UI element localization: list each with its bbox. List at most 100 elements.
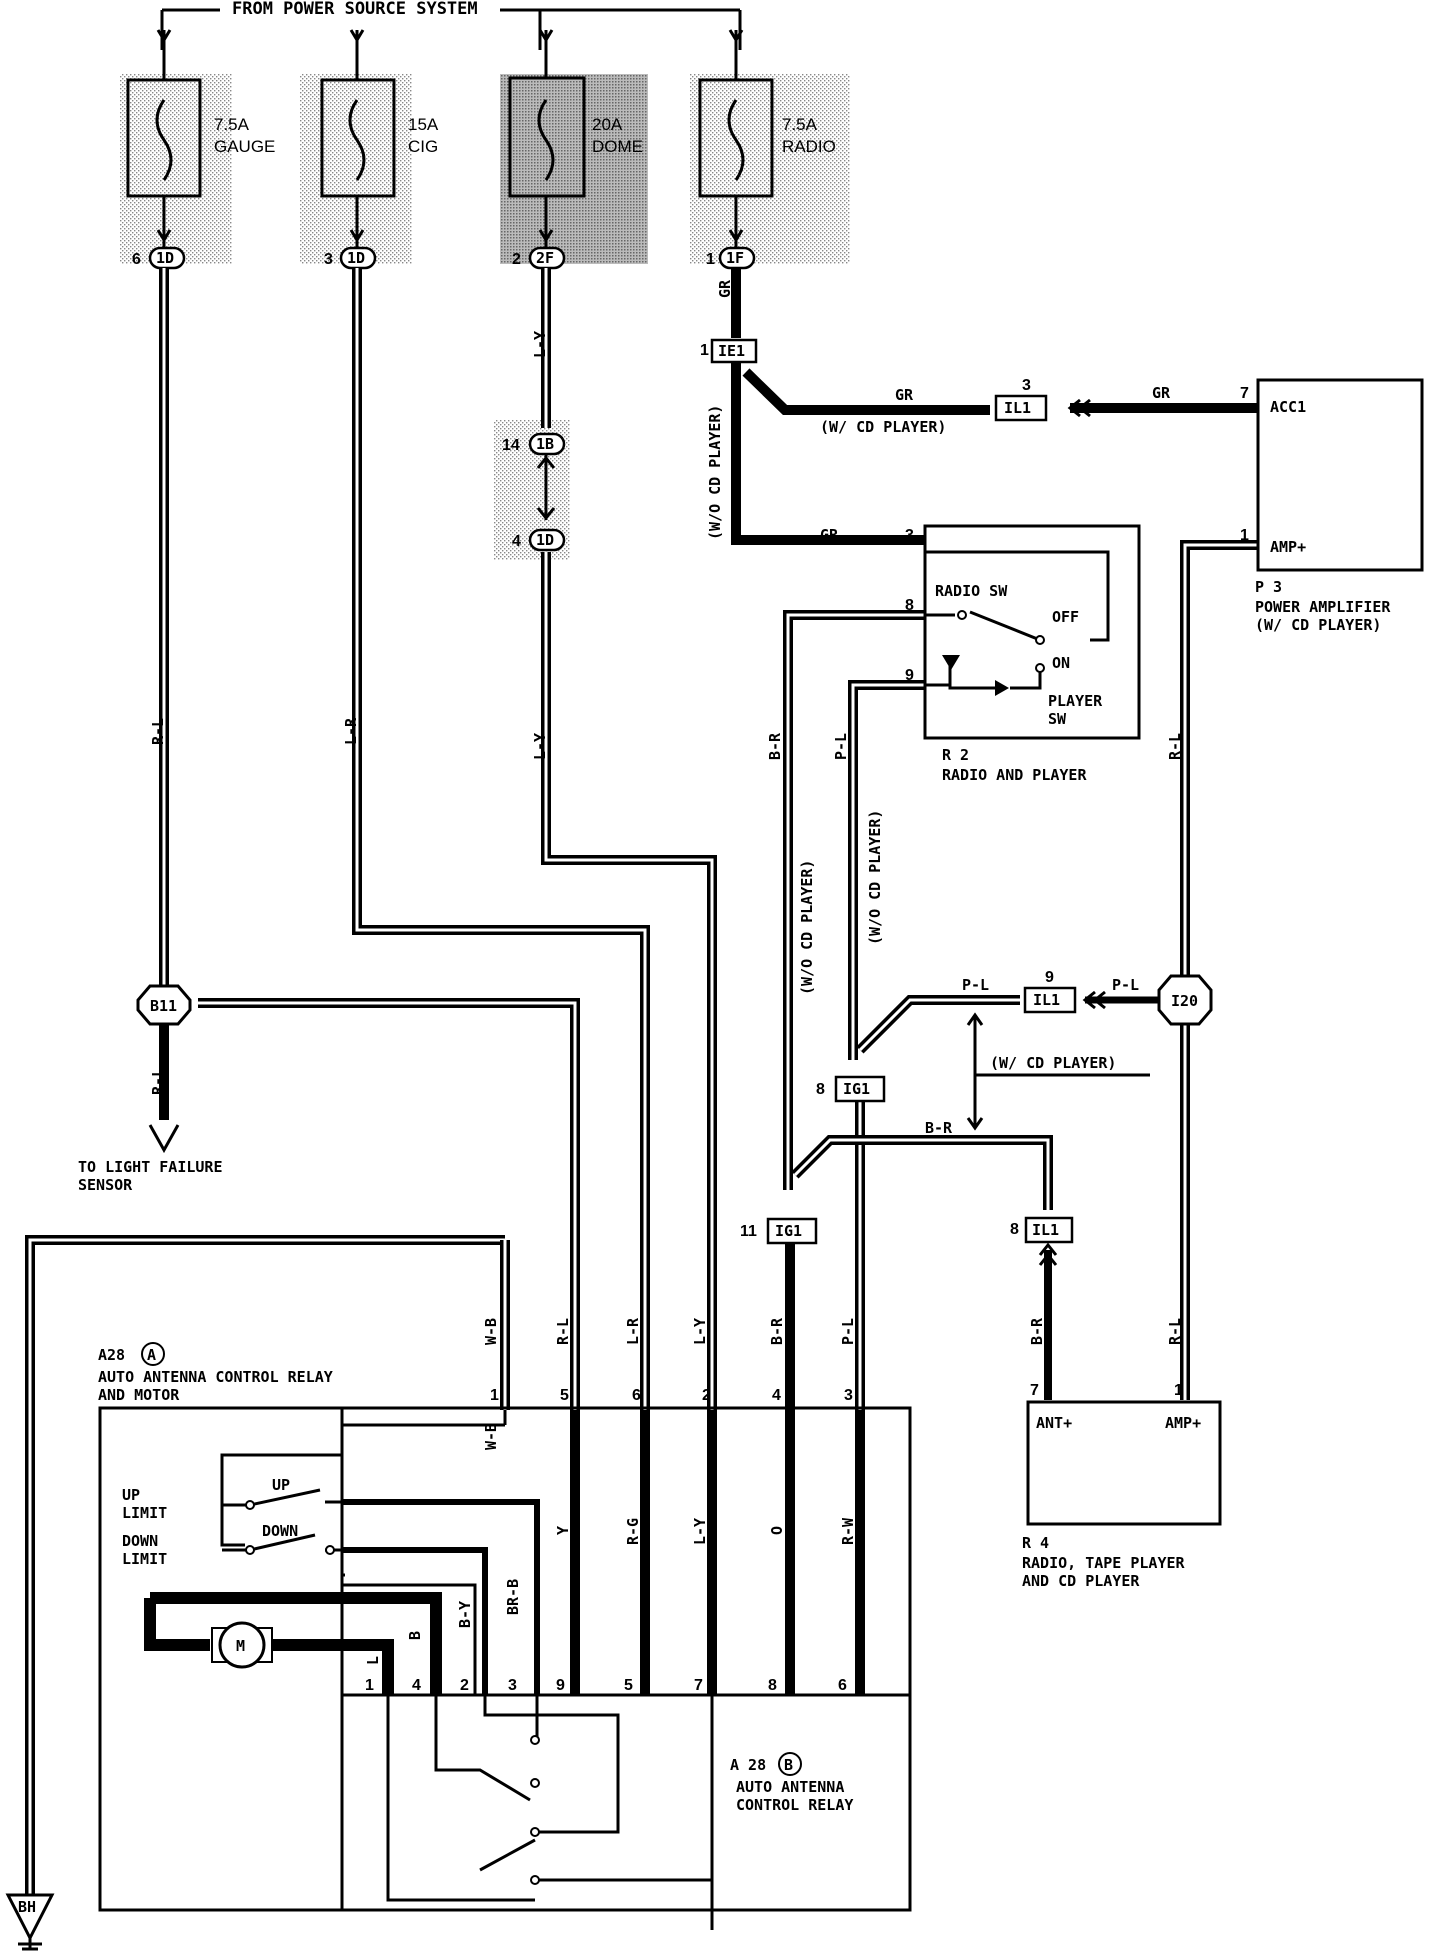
svg-text:1: 1 bbox=[1174, 1382, 1183, 1399]
connector-ie1: 1 IE1 bbox=[700, 338, 758, 364]
svg-text:6: 6 bbox=[632, 1387, 641, 1404]
svg-text:3: 3 bbox=[1022, 377, 1031, 394]
svg-text:GAUGE: GAUGE bbox=[214, 137, 275, 156]
arrow-down-icon bbox=[148, 1124, 180, 1154]
connector-1d-junction: 4 1D bbox=[512, 528, 566, 552]
connector-2f-dome: 2 2F bbox=[512, 246, 566, 270]
svg-text:L-Y: L-Y bbox=[691, 1518, 709, 1545]
svg-text:DOWN: DOWN bbox=[122, 1532, 158, 1550]
svg-text:R-L: R-L bbox=[149, 718, 167, 745]
svg-text:(W/O CD PLAYER): (W/O CD PLAYER) bbox=[866, 810, 884, 945]
svg-text:4: 4 bbox=[772, 1387, 781, 1404]
svg-text:AUTO ANTENNA CONTROL RELAY: AUTO ANTENNA CONTROL RELAY bbox=[98, 1368, 333, 1386]
svg-text:2: 2 bbox=[512, 251, 521, 268]
svg-text:R-W: R-W bbox=[839, 1517, 857, 1545]
connector-1d-gauge: 6 1D bbox=[132, 246, 186, 270]
svg-text:FROM POWER SOURCE SYSTEM: FROM POWER SOURCE SYSTEM bbox=[232, 0, 478, 19]
svg-text:A28: A28 bbox=[98, 1346, 125, 1364]
svg-text:9: 9 bbox=[556, 1677, 565, 1694]
svg-text:9: 9 bbox=[905, 667, 914, 684]
svg-text:O: O bbox=[768, 1526, 786, 1535]
svg-text:GR: GR bbox=[820, 526, 839, 544]
svg-text:2F: 2F bbox=[536, 249, 554, 267]
svg-text:3: 3 bbox=[508, 1677, 517, 1694]
svg-text:4: 4 bbox=[412, 1677, 421, 1694]
svg-text:RADIO AND PLAYER: RADIO AND PLAYER bbox=[942, 766, 1087, 784]
svg-text:8: 8 bbox=[768, 1677, 777, 1694]
connector-ig1-br: 11 IG1 bbox=[740, 1217, 818, 1245]
svg-text:9: 9 bbox=[1045, 969, 1054, 986]
svg-text:PLAYER: PLAYER bbox=[1048, 692, 1103, 710]
svg-text:LIMIT: LIMIT bbox=[122, 1550, 167, 1568]
connector-1f-radio: 1 1F bbox=[706, 246, 756, 270]
svg-text:IL1: IL1 bbox=[1004, 399, 1031, 417]
svg-text:CONTROL RELAY: CONTROL RELAY bbox=[736, 1796, 853, 1814]
svg-text:R 4: R 4 bbox=[1022, 1534, 1049, 1552]
svg-text:1B: 1B bbox=[536, 435, 554, 453]
svg-text:L-R: L-R bbox=[624, 1317, 642, 1345]
svg-text:TO LIGHT FAILURE: TO LIGHT FAILURE bbox=[78, 1158, 223, 1176]
svg-text:P-L: P-L bbox=[1112, 976, 1139, 994]
svg-text:7: 7 bbox=[694, 1677, 703, 1694]
svg-text:R 2: R 2 bbox=[942, 746, 969, 764]
svg-text:BH: BH bbox=[18, 1898, 36, 1916]
svg-text:P-L: P-L bbox=[839, 1318, 857, 1345]
chevron-left-icon bbox=[1067, 398, 1091, 418]
svg-text:1: 1 bbox=[490, 1387, 499, 1404]
svg-text:4: 4 bbox=[512, 533, 521, 550]
svg-text:I20: I20 bbox=[1171, 992, 1198, 1010]
svg-text:SW: SW bbox=[1048, 710, 1067, 728]
svg-text:14: 14 bbox=[502, 437, 520, 454]
svg-text:AND CD PLAYER: AND CD PLAYER bbox=[1022, 1572, 1140, 1590]
connector-1b: 14 1B bbox=[502, 432, 566, 456]
ground-bh: BH bbox=[5, 1893, 55, 1951]
auto-antenna-a28: A28 A AUTO ANTENNA CONTROL RELAY AND MOT… bbox=[98, 1342, 912, 1912]
svg-text:M: M bbox=[236, 1637, 245, 1655]
connector-il1-br: 8 IL1 bbox=[1010, 1216, 1074, 1244]
svg-text:(W/ CD PLAYER): (W/ CD PLAYER) bbox=[1255, 616, 1381, 634]
svg-text:L-Y: L-Y bbox=[531, 733, 549, 760]
svg-text:POWER AMPLIFIER: POWER AMPLIFIER bbox=[1255, 598, 1391, 616]
svg-text:B11: B11 bbox=[150, 997, 177, 1015]
svg-text:R-L: R-L bbox=[149, 1068, 167, 1095]
svg-text:A: A bbox=[147, 1346, 156, 1364]
svg-text:W-B: W-B bbox=[482, 1423, 500, 1450]
svg-text:1: 1 bbox=[1240, 527, 1249, 544]
svg-text:L-Y: L-Y bbox=[531, 331, 549, 358]
svg-text:11: 11 bbox=[740, 1223, 757, 1240]
svg-text:GR: GR bbox=[716, 279, 734, 298]
svg-text:LIMIT: LIMIT bbox=[122, 1504, 167, 1522]
svg-text:8: 8 bbox=[816, 1081, 825, 1098]
radio-and-player-r2: 3 8 9 RADIO SW OFF ON PLAYER SW R 2 RADI… bbox=[905, 524, 1141, 784]
svg-text:3: 3 bbox=[324, 251, 333, 268]
svg-text:P 3: P 3 bbox=[1255, 578, 1282, 596]
connector-1d-cig: 3 1D bbox=[324, 246, 377, 270]
svg-text:R-L: R-L bbox=[1166, 733, 1184, 760]
svg-text:ACC1: ACC1 bbox=[1270, 398, 1306, 416]
svg-text:DOWN: DOWN bbox=[262, 1522, 298, 1540]
svg-text:B: B bbox=[406, 1631, 424, 1640]
svg-text:AND MOTOR: AND MOTOR bbox=[98, 1386, 180, 1404]
chevron-left-icon bbox=[1082, 990, 1106, 1010]
svg-text:IG1: IG1 bbox=[775, 1222, 802, 1240]
svg-text:W-B: W-B bbox=[482, 1318, 500, 1345]
svg-text:B: B bbox=[784, 1756, 793, 1774]
wire-labels: R-L R-L L-R L-Y L-Y GR GR GR GR B-R P-L … bbox=[149, 279, 1184, 1665]
svg-text:P-L: P-L bbox=[832, 733, 850, 760]
svg-text:6: 6 bbox=[132, 251, 141, 268]
svg-text:3: 3 bbox=[844, 1387, 853, 1404]
svg-text:IE1: IE1 bbox=[718, 342, 745, 360]
svg-text:SENSOR: SENSOR bbox=[78, 1176, 133, 1194]
svg-text:GR: GR bbox=[1152, 384, 1171, 402]
svg-text:B-R: B-R bbox=[1028, 1317, 1046, 1345]
svg-text:RADIO, TAPE PLAYER: RADIO, TAPE PLAYER bbox=[1022, 1554, 1186, 1572]
svg-text:1D: 1D bbox=[536, 531, 554, 549]
light-failure-sensor-label: TO LIGHT FAILURE SENSOR bbox=[78, 1158, 223, 1194]
junction-i20: I20 bbox=[1157, 974, 1213, 1026]
svg-text:RADIO: RADIO bbox=[782, 137, 836, 156]
fuse-block: 7.5A GAUGE 15A CIG 20A DOME 7.5A RADIO bbox=[120, 29, 850, 270]
power-amplifier-p3: 7 ACC1 1 AMP+ P 3 POWER AMPLIFIER (W/ CD… bbox=[1240, 378, 1424, 634]
svg-text:(W/ CD PLAYER): (W/ CD PLAYER) bbox=[820, 418, 946, 436]
svg-text:1: 1 bbox=[706, 251, 715, 268]
wires bbox=[25, 268, 1258, 1895]
